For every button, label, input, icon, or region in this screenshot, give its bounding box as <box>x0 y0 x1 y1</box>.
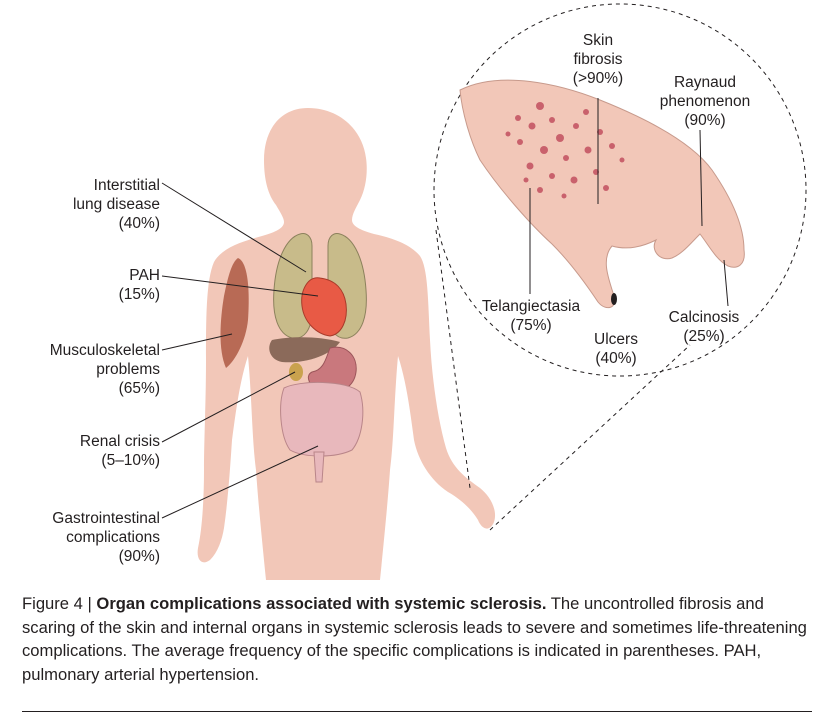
intestines <box>280 381 364 457</box>
label-skin-fibrosis: Skin fibrosis (>90%) <box>572 32 624 87</box>
leader-lines <box>161 98 729 519</box>
leader-pah <box>161 275 319 297</box>
label-pah: PAH (15%) <box>118 267 160 303</box>
label-telangiectasia: Telangiectasia (75%) <box>481 298 581 334</box>
hand-inset <box>433 3 807 531</box>
label-ulcers: Ulcers (40%) <box>594 331 638 367</box>
liver <box>269 337 340 363</box>
zoom-line-bottom <box>489 344 691 531</box>
label-raynaud-phenomenon: Raynaud phenomenon (90%) <box>659 74 751 129</box>
leader-ild <box>161 182 307 273</box>
label-musculoskeletal: Musculoskeletal problems (65%) <box>49 342 160 397</box>
caption-title: Organ complications associated with syst… <box>96 594 547 613</box>
kidney <box>289 363 303 381</box>
magnified-hand <box>459 79 745 309</box>
leader-gi <box>161 445 319 519</box>
figure-caption: Figure 4 | Organ complications associate… <box>22 592 812 686</box>
label-calcinosis: Calcinosis (25%) <box>668 309 740 345</box>
leader-renal <box>161 371 296 443</box>
telangiectasia-spots <box>505 102 625 199</box>
leader-calc <box>723 259 729 307</box>
label-interstitial-lung-disease: Interstitial lung disease (40%) <box>72 177 160 232</box>
zoom-line-top <box>435 229 471 489</box>
magnifier-circle <box>433 3 807 377</box>
label-renal-crisis: Renal crisis (5–10%) <box>79 433 160 469</box>
heart <box>301 277 347 337</box>
ulcer-spot <box>611 293 617 305</box>
human-body <box>197 108 496 580</box>
rectum <box>313 451 325 483</box>
leader-msk <box>161 333 233 351</box>
systemic-sclerosis-diagram <box>161 3 807 580</box>
caption-body: The uncontrolled fibrosis and scaring of… <box>22 594 807 684</box>
arm-muscle <box>220 258 249 368</box>
body-silhouette <box>197 108 496 580</box>
caption-prefix: Figure 4 | <box>22 594 97 613</box>
leader-raynaud <box>699 129 703 227</box>
caption-rule <box>22 711 812 712</box>
label-gastrointestinal: Gastrointestinal complications (90%) <box>52 510 160 565</box>
